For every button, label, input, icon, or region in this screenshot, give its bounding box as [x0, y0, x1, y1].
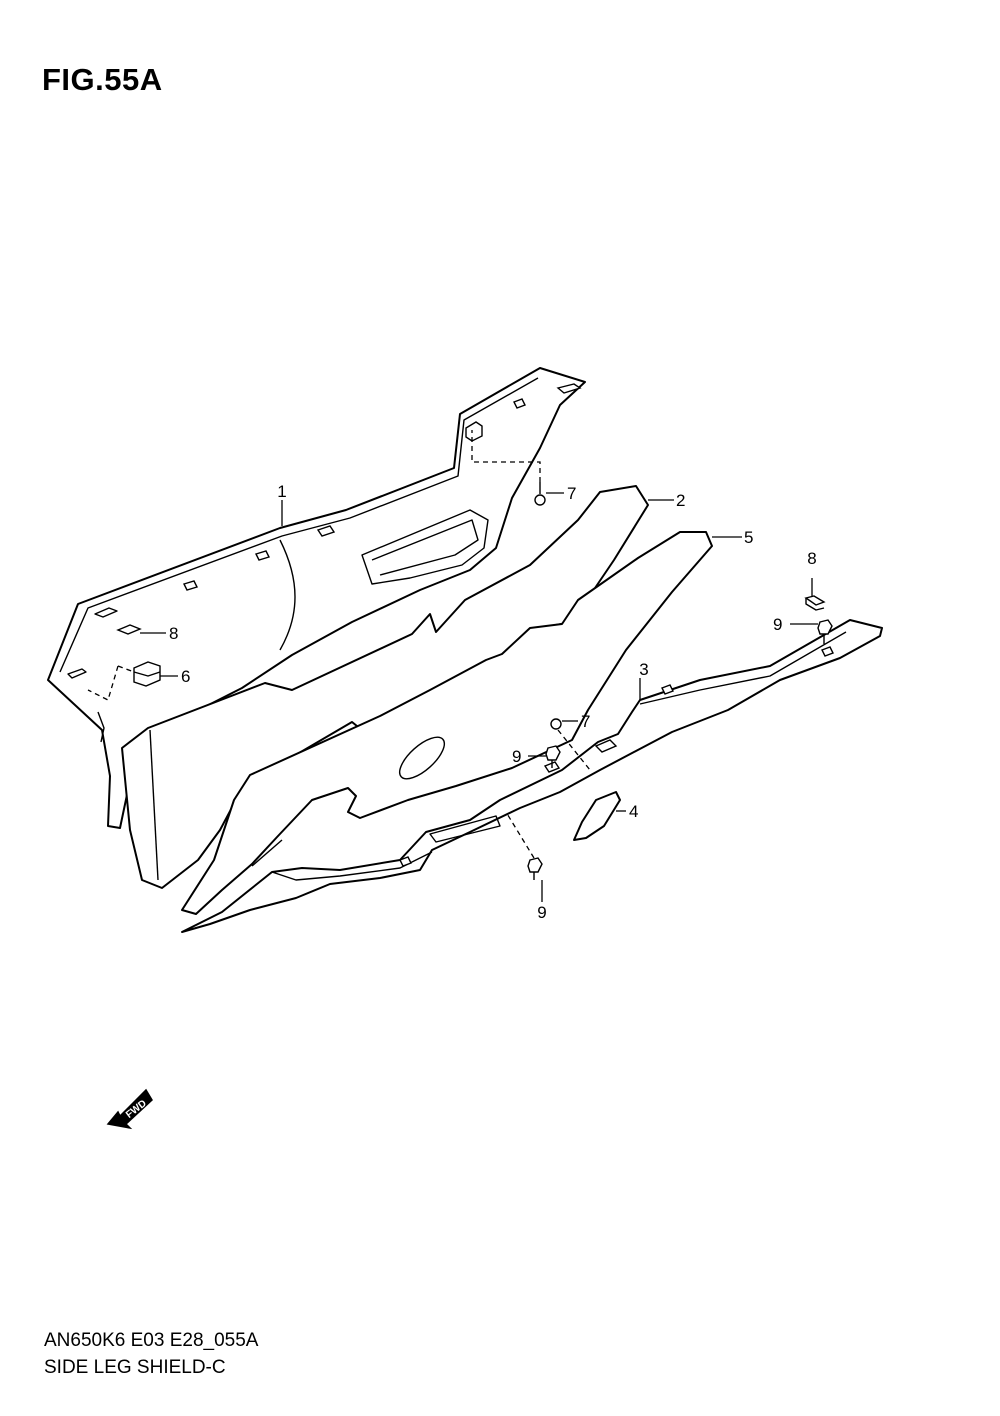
callout-6: 6: [181, 667, 190, 686]
callout-9-mid: 9: [512, 747, 521, 766]
part-7-screw-mid: [550, 718, 591, 771]
callout-7-top: 7: [567, 484, 576, 503]
part-7-screw-top: [471, 430, 546, 506]
part-8-nut-left: [116, 624, 142, 635]
callout-2: 2: [676, 491, 685, 510]
callout-1: 1: [277, 482, 286, 501]
part-6-clip: [87, 661, 161, 701]
callout-3: 3: [639, 660, 648, 679]
part-9-rivet-mid: [545, 745, 561, 768]
part-9-rivet-bottom: [505, 811, 543, 880]
part-5-leg-shield-lower-panel: [181, 531, 713, 915]
part-9-rivet-right: [817, 619, 833, 644]
part-8-nut-right: [804, 595, 826, 611]
callout-8-left: 8: [169, 624, 178, 643]
figure-title: FIG.55A: [42, 62, 163, 97]
callout-4: 4: [629, 802, 638, 821]
callout-9-bottom: 9: [537, 903, 546, 922]
part-4-bracket: [573, 791, 621, 841]
assembly-name: SIDE LEG SHIELD-C: [44, 1357, 226, 1378]
callout-7-mid: 7: [581, 712, 590, 731]
part-3-under-cover: [181, 619, 883, 933]
callout-9-right: 9: [773, 615, 782, 634]
leader-lines: [140, 492, 818, 902]
forward-arrow-icon: FWD: [106, 1088, 153, 1130]
callout-5: 5: [744, 528, 753, 547]
callout-labels: 1 2 3 4 5 6 7 7 8 8 9 9 9: [169, 482, 817, 922]
callout-8-right: 8: [807, 549, 816, 568]
part-1-leg-shield: [47, 367, 586, 829]
model-code: AN650K6 E03 E28_055A: [44, 1330, 259, 1351]
